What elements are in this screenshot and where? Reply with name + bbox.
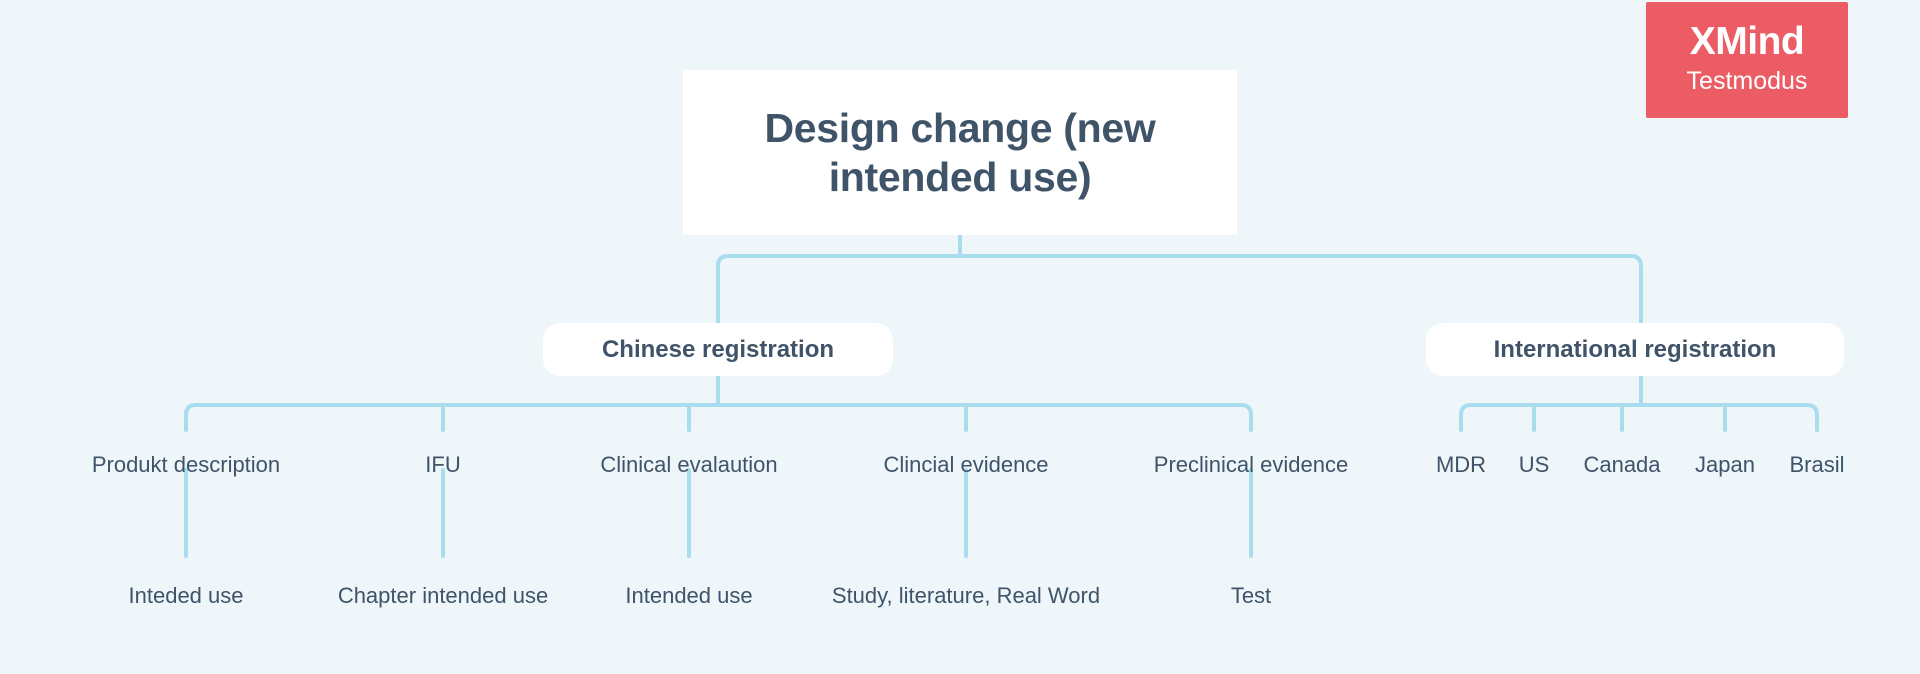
leaf-node-1-5[interactable]: Preclinical evidence <box>1153 452 1349 477</box>
leaf-node-1-1[interactable]: Produkt description <box>91 452 281 477</box>
leaf-node-2-5[interactable]: Brasil <box>1789 452 1845 477</box>
branch-node-1[interactable]: Chinese registration <box>543 323 893 376</box>
leaf-node-1-3[interactable]: Clinical evalaution <box>600 452 778 477</box>
watermark-title: XMind <box>1689 20 1805 64</box>
xmind-watermark: XMind Testmodus <box>1646 2 1848 118</box>
branch-node-2[interactable]: International registration <box>1426 323 1844 376</box>
leaf-node-2-1[interactable]: MDR <box>1435 452 1487 477</box>
root-node[interactable]: Design change (new intended use) <box>683 70 1237 235</box>
subleaf-node-1-3[interactable]: Intended use <box>625 583 753 608</box>
leaf-node-2-2[interactable]: US <box>1518 452 1550 477</box>
leaf-node-2-3[interactable]: Canada <box>1583 452 1661 477</box>
subleaf-node-1-5[interactable]: Test <box>1230 583 1272 608</box>
watermark-subtitle: Testmodus <box>1686 67 1808 96</box>
subleaf-node-1-2[interactable]: Chapter intended use <box>337 583 549 608</box>
leaf-node-1-2[interactable]: IFU <box>425 452 461 477</box>
leaf-node-2-4[interactable]: Japan <box>1695 452 1755 477</box>
subleaf-node-1-1[interactable]: Inteded use <box>128 583 244 608</box>
subleaf-node-1-4[interactable]: Study, literature, Real Word <box>831 583 1101 608</box>
leaf-node-1-4[interactable]: Clincial evidence <box>883 452 1049 477</box>
